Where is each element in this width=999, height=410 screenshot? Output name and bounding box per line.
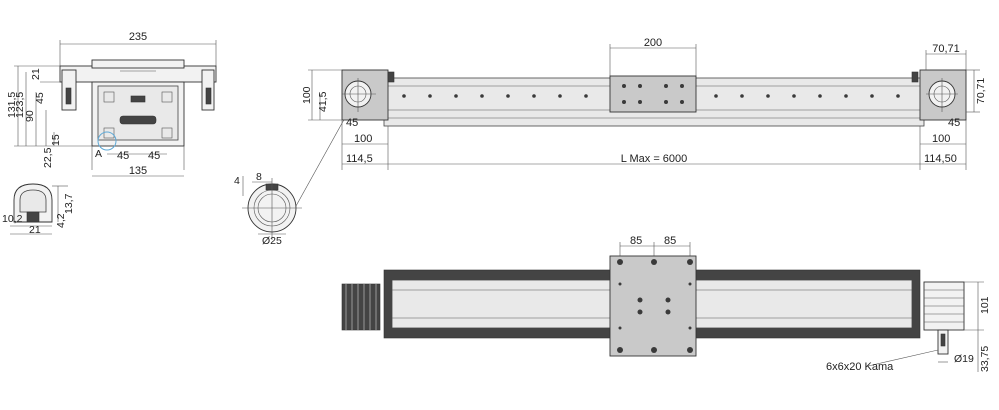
dim-side-100-br: 100 [932, 133, 950, 145]
dim-head-height: 70,71 [975, 78, 987, 104]
dim-front-45-b: 45 [148, 150, 160, 162]
side-view: 200 [301, 37, 987, 170]
dim-front-45: 45 [34, 92, 46, 104]
dim-shaft-4: 4 [234, 175, 240, 187]
dim-front-22-5: 22,5 [42, 147, 54, 168]
dim-side-114-5-right: 114,50 [924, 153, 957, 165]
dim-detail-13-7: 13,7 [63, 193, 75, 214]
dim-top-85-a: 85 [630, 235, 642, 247]
rail-holes [402, 94, 900, 98]
dim-side-100-bl: 100 [354, 133, 372, 145]
label-key: 6x6x20 Kama [826, 361, 894, 373]
dim-front-base-width: 135 [129, 165, 147, 177]
dim-top-33-75: 33,75 [979, 346, 991, 372]
dim-head-width: 70,71 [932, 43, 960, 55]
dim-front-123-5: 123,5 [14, 92, 26, 118]
dim-side-41-5: 41,5 [317, 91, 329, 112]
dim-detail-4-2: 4,2 [55, 213, 67, 228]
dim-top-dia-19: Ø19 [954, 353, 974, 365]
right-fins [924, 289, 964, 323]
dim-detail-21: 21 [29, 224, 41, 236]
left-fins [345, 284, 377, 330]
top-view: 85 85 [341, 235, 991, 373]
dim-max-length: L Max = 6000 [621, 153, 688, 165]
dim-carriage-length: 200 [644, 37, 662, 49]
front-view: 235 A 131,5 123,5 90 45 [6, 31, 217, 177]
dim-front-width: 235 [129, 31, 147, 43]
dim-shaft-diameter: Ø25 [262, 235, 282, 247]
dim-side-100: 100 [301, 86, 313, 104]
label-detail-a: A [95, 148, 102, 160]
dim-shaft-8: 8 [256, 171, 262, 183]
shaft-detail: 4 8 Ø25 [234, 115, 347, 247]
detail-a: 10,2 21 4,2 13,7 [2, 183, 75, 236]
dim-top-101: 101 [979, 296, 991, 314]
dim-front-131-5: 131,5 [6, 92, 18, 118]
dim-front-45-a: 45 [117, 150, 129, 162]
dim-front-90: 90 [24, 110, 36, 122]
dim-front-21: 21 [30, 68, 42, 80]
dim-top-85-b: 85 [664, 235, 676, 247]
dim-side-114-5-left: 114,5 [346, 153, 373, 165]
dim-side-45-right: 45 [948, 117, 960, 129]
dim-front-15: 15 [50, 134, 62, 146]
dim-side-45-left: 45 [346, 117, 358, 129]
dim-detail-10-2: 10,2 [2, 213, 23, 225]
